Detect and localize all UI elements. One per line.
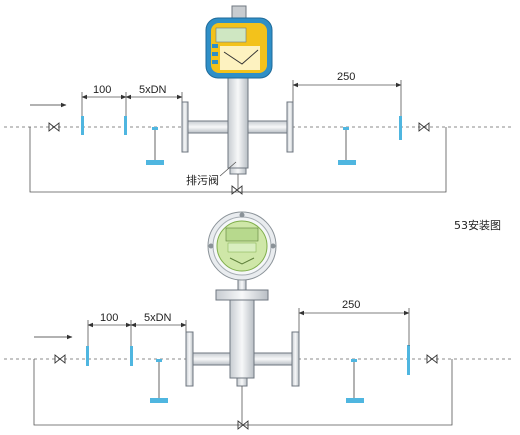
drain-outlet xyxy=(229,167,247,175)
outlet-pipe xyxy=(245,120,288,134)
upstream-marker xyxy=(130,346,133,366)
gate-valve-icon xyxy=(237,420,249,430)
gate-valve-icon xyxy=(48,122,60,132)
gate-valve-icon xyxy=(231,185,243,195)
top-flange xyxy=(215,289,269,301)
gate-valve-icon xyxy=(54,354,66,364)
inlet-pipe xyxy=(187,120,231,134)
meter-tube xyxy=(229,299,255,379)
top-dim-5dn: 5xDN xyxy=(139,84,167,96)
meter-display-icon xyxy=(207,211,277,281)
inlet-flange xyxy=(185,331,194,387)
bottom-dim-upstream: 100 xyxy=(100,312,118,324)
upstream-marker xyxy=(81,116,84,135)
pipe-support xyxy=(150,359,168,403)
downstream-marker xyxy=(399,116,402,140)
inlet-flange xyxy=(181,101,189,153)
meter-display-icon xyxy=(205,5,273,79)
figure-caption: 53安装图 xyxy=(454,218,501,232)
bottom-diagram: 100 5xDN 250 xyxy=(4,211,512,430)
meter-tube xyxy=(227,69,249,169)
drain-leader xyxy=(219,161,237,177)
inlet-pipe xyxy=(192,352,232,366)
top-bypass-line xyxy=(29,127,447,193)
top-dim-downstream: 250 xyxy=(337,71,355,83)
drain-outlet xyxy=(236,377,248,387)
top-diagram: 100 5xDN 250 排污阀 xyxy=(4,5,512,195)
downstream-marker xyxy=(407,345,410,375)
gate-valve-icon xyxy=(418,122,430,132)
gate-valve-icon xyxy=(426,354,438,364)
outlet-pipe xyxy=(252,352,293,366)
top-dim-upstream: 100 xyxy=(93,84,111,96)
outlet-flange xyxy=(291,331,300,387)
drain-valve-label: 排污阀 xyxy=(186,173,219,187)
pipe-support xyxy=(346,359,364,403)
upstream-marker xyxy=(124,116,127,135)
pipe-support xyxy=(338,127,356,165)
pipe-support xyxy=(146,127,164,165)
bottom-dim-5dn: 5xDN xyxy=(144,312,172,324)
upstream-marker xyxy=(86,346,89,366)
outlet-flange xyxy=(286,101,294,153)
bottom-dim-downstream: 250 xyxy=(342,299,360,311)
